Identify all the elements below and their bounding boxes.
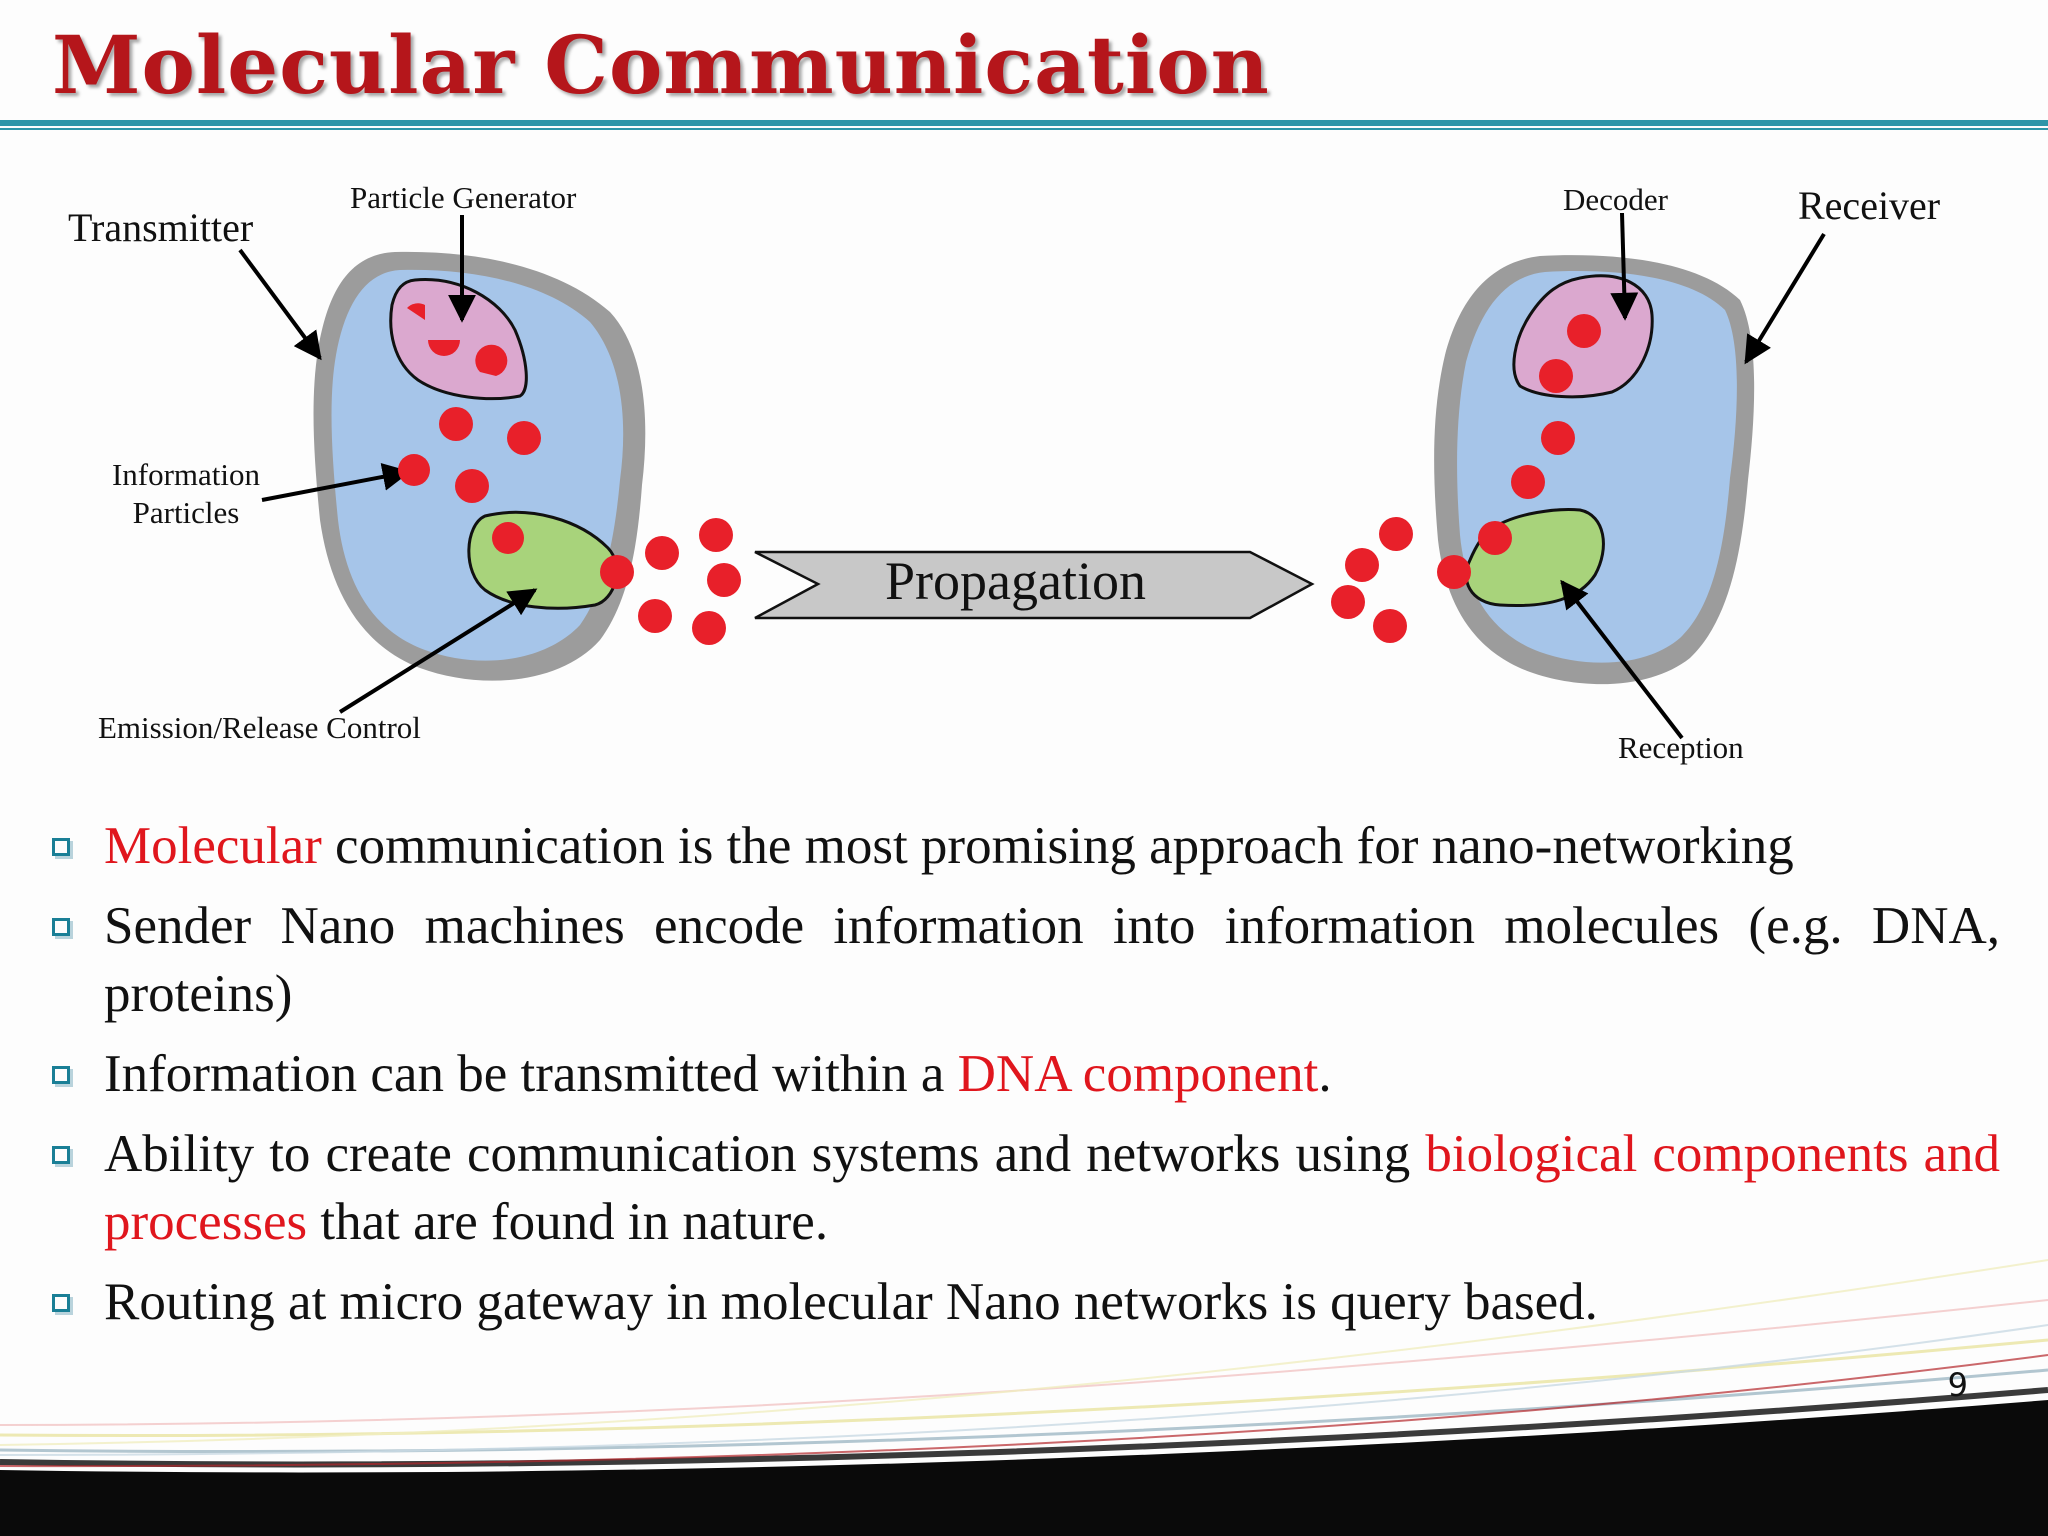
particle-dot [692, 611, 726, 645]
emission-control-label: Emission/Release Control [98, 710, 421, 745]
swoosh-band-dark [0, 1400, 2048, 1536]
bullet-text-highlight: DNA component [957, 1045, 1319, 1103]
particle-dot [1437, 555, 1471, 589]
swoosh-line [0, 1354, 2048, 1468]
transmitter-cell [313, 251, 646, 681]
bullet-list: Molecular communication is the most prom… [50, 812, 2000, 1348]
information-particles-label: Information Particles [96, 456, 276, 532]
decorative-swoosh [0, 1259, 2048, 1536]
particle-dot [398, 454, 430, 486]
information-particles-label-line2: Particles [132, 495, 240, 530]
decoder-label: Decoder [1563, 182, 1668, 217]
bullet-text: that are found in nature. [307, 1193, 829, 1251]
bullet-square-icon [52, 1294, 70, 1312]
bullet-text: communication is the most promising appr… [321, 817, 1794, 875]
particle-fragment-3 [475, 344, 508, 376]
particle-dot [1567, 314, 1601, 348]
bullet-text-highlight: biological components and processes [104, 1125, 2000, 1251]
partial-particles [407, 303, 508, 376]
bullet-square-icon [52, 1066, 70, 1084]
information-particles-label-line1: Information [111, 457, 261, 492]
bullet-item: Sender Nano machines encode information … [50, 892, 2000, 1028]
swoosh-line [0, 1259, 2048, 1446]
reception-pointer-arrow [1560, 579, 1684, 740]
bullet-text: Ability to create communication systems … [104, 1125, 1426, 1183]
reception-label: Reception [1618, 730, 1744, 765]
particle-dot [707, 563, 741, 597]
particle-dot [645, 536, 679, 570]
particle-dot [1373, 609, 1407, 643]
decoder-pointer-arrow [1610, 212, 1639, 321]
swoosh-line [0, 1324, 2048, 1456]
particle-dot [1331, 585, 1365, 619]
bullet-item: Information can be transmitted within a … [50, 1040, 2000, 1108]
information-particles [398, 314, 1601, 645]
bullet-item: Routing at micro gateway in molecular Na… [50, 1268, 2000, 1336]
slide-title: Molecular Communication [52, 18, 1270, 112]
particle-dot [1379, 517, 1413, 551]
particle-dot [492, 522, 524, 554]
particle-fragment-2 [428, 340, 460, 356]
particle-dot [1541, 421, 1575, 455]
swoosh-line [0, 1368, 2048, 1454]
title-rule [0, 120, 2048, 126]
particle-dot [1345, 548, 1379, 582]
bullet-text: . [1318, 1045, 1332, 1103]
particle-dot [600, 555, 634, 589]
bullet-text: Routing at micro gateway in molecular Na… [104, 1273, 1598, 1331]
swoosh-line [0, 1299, 2048, 1426]
page-number: 9 [1947, 1366, 1968, 1404]
particle-dot [1539, 359, 1573, 393]
particle-dot [1478, 521, 1512, 555]
molecular-communication-diagram [238, 212, 1826, 740]
bullet-text-highlight: Molecular [104, 817, 322, 875]
receiver-pointer-arrow [1744, 232, 1826, 365]
title-rule-thin [0, 128, 2048, 130]
bullet-text: Sender Nano machines encode information … [104, 897, 2000, 1023]
propagation-label: Propagation [885, 551, 1146, 611]
particle-dot [455, 469, 489, 503]
bullet-text: Information can be transmitted within a [104, 1045, 958, 1103]
particle-dot [507, 421, 541, 455]
transmitter-pointer-arrow [238, 248, 322, 361]
particle-dot [1511, 465, 1545, 499]
information-particles-pointer-arrow [261, 462, 411, 502]
bullet-square-icon [52, 838, 70, 856]
particle-generator-label: Particle Generator [350, 180, 577, 215]
particle-dot [638, 599, 672, 633]
particle-fragment-1 [407, 303, 425, 320]
bullet-item: Ability to create communication systems … [50, 1120, 2000, 1256]
bullet-item: Molecular communication is the most prom… [50, 812, 2000, 880]
propagation-arrow [754, 550, 1315, 620]
particle-dot [699, 518, 733, 552]
receiver-label: Receiver [1798, 183, 1941, 228]
bullet-square-icon [52, 1146, 70, 1164]
bullet-square-icon [52, 918, 70, 936]
emission-pointer-arrow [338, 588, 538, 714]
transmitter-label: Transmitter [68, 205, 254, 250]
particle-dot [439, 407, 473, 441]
